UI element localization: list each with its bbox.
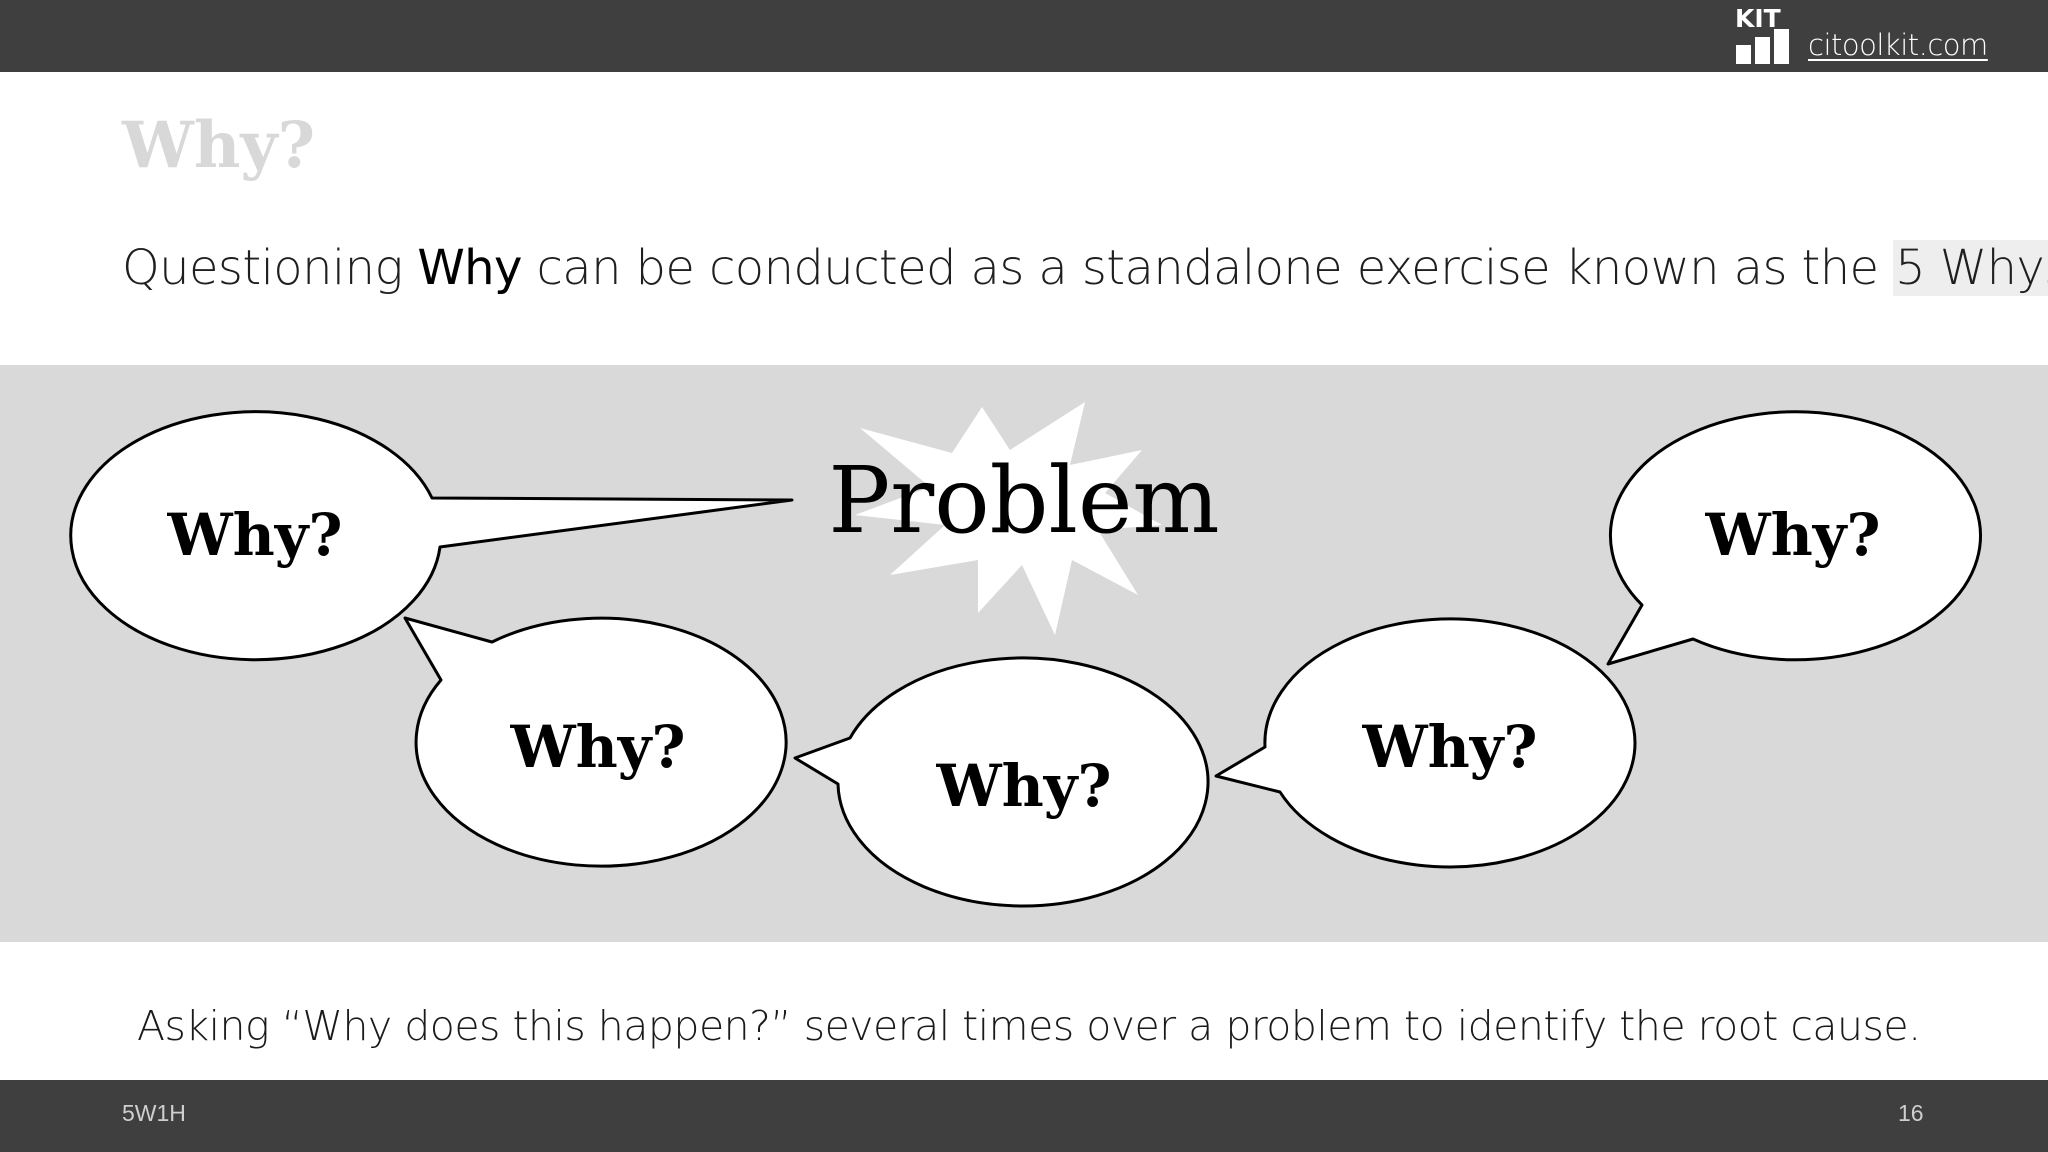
why-bubble-3: Why?: [793, 656, 1210, 908]
footer-section-label: 5W1H: [122, 1100, 186, 1126]
why-bubble-4: Why?: [1214, 617, 1637, 869]
problem-starburst: [855, 402, 1162, 635]
why-bubble-5-label: Why?: [1705, 501, 1881, 569]
why-bubble-4-label: Why?: [1362, 713, 1538, 781]
why-bubble-1: Why?: [69, 410, 794, 662]
five-whys-diagram: Problem Why? Why? Why? Why? Why?: [69, 402, 1982, 908]
kit-logo-icon: KIT: [1735, 4, 1789, 64]
why-bubble-1-label: Why?: [167, 501, 343, 569]
logo-text: KIT: [1735, 4, 1781, 33]
why-bubble-2: Why?: [403, 616, 788, 868]
intro-before: Questioning: [122, 240, 418, 296]
intro-emphasis: Why: [417, 240, 522, 296]
why-bubble-3-label: Why?: [936, 752, 1112, 820]
problem-label: Problem: [828, 447, 1219, 554]
bottom-bar: [0, 1080, 2048, 1152]
slide-title: Why?: [122, 108, 316, 183]
site-link[interactable]: citoolkit.com: [1808, 28, 1988, 62]
intro-highlight: 5 Whys: [1893, 240, 2048, 296]
intro-middle: can be conducted as a standalone exercis…: [521, 240, 1894, 296]
why-bubble-5: Why?: [1606, 410, 1982, 666]
top-bar: [0, 0, 2048, 72]
page-number: 16: [1898, 1100, 1924, 1126]
intro-text: Questioning Why can be conducted as a st…: [122, 240, 2048, 296]
caption-text: Asking “Why does this happen?” several t…: [137, 1002, 1921, 1050]
why-bubble-2-label: Why?: [510, 713, 686, 781]
